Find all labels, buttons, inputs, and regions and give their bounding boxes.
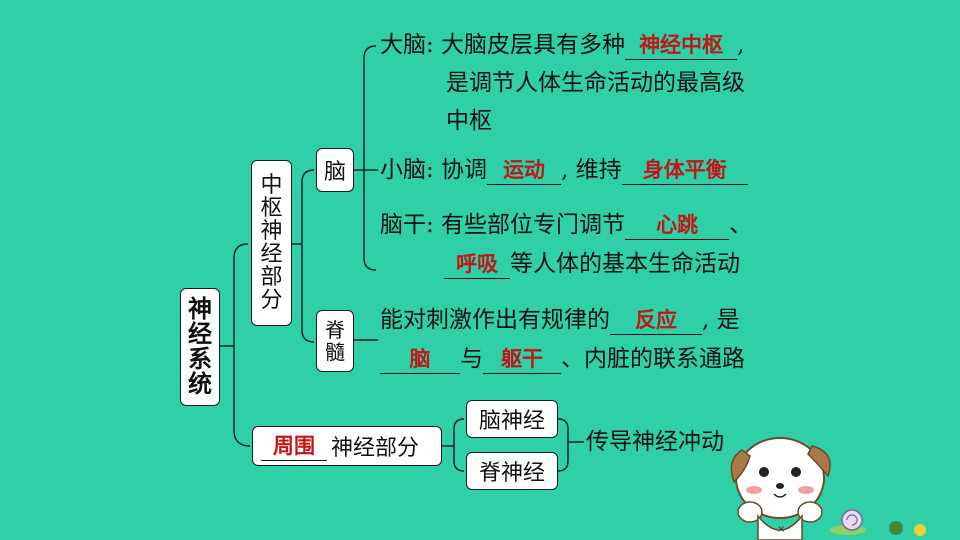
spinal-char-1: 脊 — [325, 318, 345, 342]
answer-breathing: 呼吸 — [444, 250, 510, 279]
brainstem-sep: 、 — [729, 212, 753, 238]
brainstem-suffix: 等人体的基本生命活动 — [510, 251, 740, 277]
central-char-2: 枢 — [260, 195, 283, 221]
spinal-suffix: , 是 — [702, 307, 740, 333]
cerebrum-line-1: 大脑: 大脑皮层具有多种神经中枢, — [380, 30, 744, 60]
cerebrum-suffix: , — [737, 32, 745, 58]
central-char-5: 部 — [260, 265, 283, 291]
brain-box: 脑 — [316, 148, 354, 192]
cranial-nerves-box: 脑神经 — [466, 400, 558, 438]
brainstem-prefix: 脑干: 有些部位专门调节 — [380, 212, 626, 238]
brainstem-line-2: 呼吸等人体的基本生命活动 — [444, 249, 740, 279]
spinal-char-2: 髓 — [325, 340, 345, 364]
root-char-1: 神 — [188, 294, 212, 323]
root-char-2: 经 — [188, 319, 212, 348]
answer-trunk: 躯干 — [483, 345, 561, 374]
central-char-1: 中 — [260, 172, 283, 198]
spinal-line-1: 能对刺激作出有规律的反应, 是 — [380, 305, 740, 335]
nervous-system-box: 神 经 系 统 — [180, 288, 220, 406]
cerebellum-middle: , 维持 — [561, 157, 622, 183]
answer-reflex: 反应 — [610, 306, 702, 335]
central-char-3: 神 — [260, 218, 283, 244]
peripheral-label: 神经部分 — [331, 436, 420, 461]
peripheral-nervous-box: 周围神经部分 — [252, 426, 442, 466]
cerebrum-line-2: 是调节人体生命活动的最高级 — [446, 70, 745, 96]
spinal-line-2: 脑与躯干、内脏的联系通路 — [380, 344, 745, 374]
answer-balance: 身体平衡 — [621, 156, 748, 185]
brainstem-line-1: 脑干: 有些部位专门调节心跳、 — [380, 210, 752, 240]
spinal-cord-box: 脊 髓 — [316, 310, 354, 372]
spinal-nerves-label: 脊神经 — [478, 461, 545, 486]
answer-brain: 脑 — [380, 345, 460, 374]
cerebrum-line-3: 中枢 — [446, 108, 492, 134]
central-char-6: 分 — [260, 288, 283, 314]
cerebellum-line: 小脑: 协调运动, 维持身体平衡 — [380, 155, 748, 185]
central-nervous-box: 中 枢 神 经 部 分 — [251, 160, 292, 326]
central-char-4: 经 — [260, 242, 283, 267]
spinal-line2-suffix: 、内脏的联系通路 — [561, 346, 745, 372]
peripheral-function: 传导神经冲动 — [586, 429, 724, 455]
root-char-3: 系 — [188, 345, 212, 373]
answer-nerve-center: 神经中枢 — [625, 31, 738, 60]
brain-label: 脑 — [323, 160, 346, 185]
svg-text:×: × — [777, 524, 785, 535]
spinal-prefix: 能对刺激作出有规律的 — [380, 307, 610, 333]
answer-peripheral: 周围 — [261, 432, 327, 461]
root-char-4: 统 — [188, 370, 212, 399]
spinal-mid: 与 — [460, 346, 483, 372]
answer-heartbeat: 心跳 — [625, 211, 730, 240]
cerebrum-prefix: 大脑: 大脑皮层具有多种 — [380, 32, 626, 58]
cranial-label: 脑神经 — [478, 409, 545, 434]
answer-movement: 运动 — [487, 156, 562, 185]
cerebellum-prefix: 小脑: 协调 — [380, 157, 488, 183]
puppy-mascot-icon: × — [730, 437, 926, 540]
spinal-nerves-box: 脊神经 — [466, 452, 558, 490]
